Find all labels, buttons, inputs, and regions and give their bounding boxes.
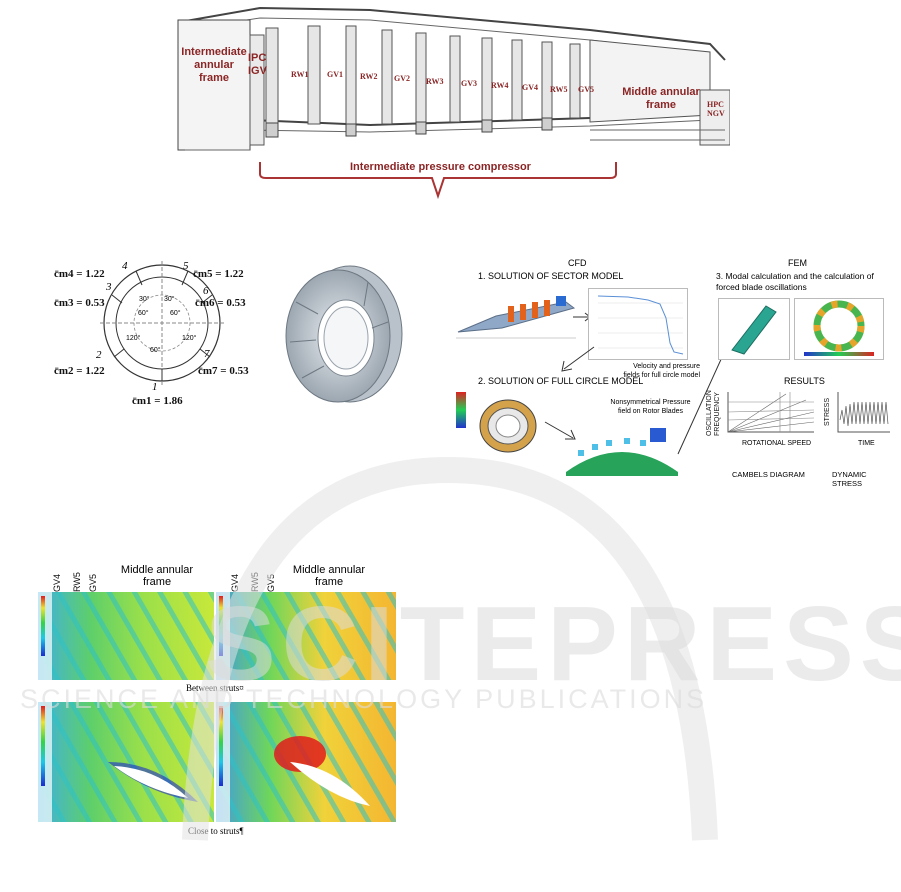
angle-label: 60° — [138, 310, 149, 317]
frame-3d-image — [285, 265, 403, 403]
campbell-label: CAMBELS DIAGRAM — [732, 470, 805, 479]
pressure-graph-image — [588, 288, 688, 360]
stage-label-rw5: RW5 — [550, 85, 568, 94]
cm5-label: c̄m5 = 1.22 — [193, 268, 244, 280]
col-label-gv5: GV5 — [88, 573, 98, 592]
stage-label-gv2: GV2 — [394, 74, 410, 83]
ipc-igv-label: IPC IGV — [248, 52, 267, 77]
strut-number-7: 7 — [204, 348, 210, 360]
strut-number-3: 3 — [106, 281, 112, 293]
angle-label: 120° — [182, 335, 197, 342]
close-to-struts-caption: Close to struts¶ — [188, 826, 244, 836]
fem-title: FEM — [788, 258, 807, 268]
step3-label: 3. Modal calculation and the calculation… — [716, 271, 874, 292]
ring-diagram — [100, 261, 224, 385]
arrow-icon — [544, 421, 576, 440]
stage-label-rw1: RW1 — [291, 70, 309, 79]
stage-label-gv3: GV3 — [461, 79, 477, 88]
brace-label: Intermediate pressure compressor — [350, 161, 531, 173]
strut-number-5: 5 — [183, 260, 189, 272]
stage-label-rw4: RW4 — [491, 81, 509, 90]
cm1-label: c̄m1 = 1.86 — [132, 395, 183, 407]
angle-label: 60° — [150, 347, 161, 354]
disk-mode-image — [794, 298, 884, 360]
contour-title-left: Middle annular frame — [120, 564, 194, 588]
step2-label: 2. SOLUTION OF FULL CIRCLE MODEL — [478, 376, 644, 386]
cm6-label: c̄m6 = 0.53 — [195, 297, 246, 309]
full-circle-model-image — [456, 392, 537, 453]
col-label-gv4: GV4 — [230, 573, 240, 592]
hpc-ngv-label: HPC NGV — [707, 100, 725, 118]
strut-number-6: 6 — [203, 285, 209, 297]
step1-label: 1. SOLUTION OF SECTOR MODEL — [478, 271, 624, 281]
campbell-diagram-image — [727, 392, 815, 433]
cm3-label: c̄m3 = 0.53 — [54, 297, 105, 309]
cfd-title: CFD — [568, 258, 587, 268]
workflow-figure: CFD 1. SOLUTION OF SECTOR MODEL Velocity… — [448, 250, 898, 490]
col-label-rw5: RW5 — [250, 572, 260, 592]
middle-frame-label: Middle annular frame — [622, 86, 700, 111]
rotational-speed-axis: ROTATIONAL SPEED — [742, 440, 812, 447]
contour-figure: GV4 RW5 GV5 Middle annular frame GV4 RW5… — [38, 562, 400, 847]
stage-label-rw3: RW3 — [426, 77, 444, 86]
dynamic-stress-image — [837, 392, 890, 433]
frame-3d-render — [268, 262, 408, 407]
contour-plots — [38, 592, 396, 822]
stress-axis: STRESS — [824, 397, 831, 426]
stage-label-gv4: GV4 — [522, 83, 538, 92]
col-label-gv4: GV4 — [52, 573, 62, 592]
osc-frequency-axis: OSCILLATION FREQUENCY — [706, 390, 721, 436]
sector-model-image — [456, 296, 576, 339]
angle-label: 30° — [164, 296, 175, 303]
strut-number-2: 2 — [96, 349, 102, 361]
col-label-gv5: GV5 — [266, 573, 276, 592]
between-struts-caption: Between struts¤ — [186, 683, 244, 693]
angle-label: 60° — [170, 310, 181, 317]
contour-title-right: Middle annular frame — [292, 564, 366, 588]
compressor-section-figure: Intermediate annular frame IPC IGV RW1 G… — [170, 0, 731, 205]
stage-label-gv1: GV1 — [327, 70, 343, 79]
strut-number-4: 4 — [122, 260, 128, 272]
cm2-label: c̄m2 = 1.22 — [54, 365, 105, 377]
stage-label-rw2: RW2 — [360, 72, 378, 81]
stage-label-gv5: GV5 — [578, 85, 594, 94]
cm7-label: c̄m7 = 0.53 — [198, 365, 249, 377]
time-axis: TIME — [858, 440, 875, 447]
compressor-drawing — [177, 6, 731, 200]
rotor-blades-image — [566, 428, 678, 476]
angle-label: 120° — [126, 335, 141, 342]
results-title: RESULTS — [784, 376, 825, 386]
blade-mode-image — [718, 298, 790, 360]
strut-number-1: 1 — [152, 381, 158, 393]
velocity-note: Velocity and pressure fields for full ci… — [623, 363, 700, 379]
angle-label: 30° — [139, 296, 150, 303]
arrow-icon — [561, 346, 595, 372]
nonsym-note: Nonsymmetrical Pressure field on Rotor B… — [610, 399, 691, 415]
dynamic-stress-label: DYNAMIC STRESS — [832, 470, 867, 488]
cm4-label: c̄m4 = 1.22 — [54, 268, 105, 280]
col-label-rw5: RW5 — [72, 572, 82, 592]
strut-ring-figure: c̄m4 = 1.22 c̄m5 = 1.22 c̄m3 = 0.53 c̄m6… — [40, 255, 270, 410]
intermediate-frame-label: Intermediate annular frame — [181, 46, 247, 84]
